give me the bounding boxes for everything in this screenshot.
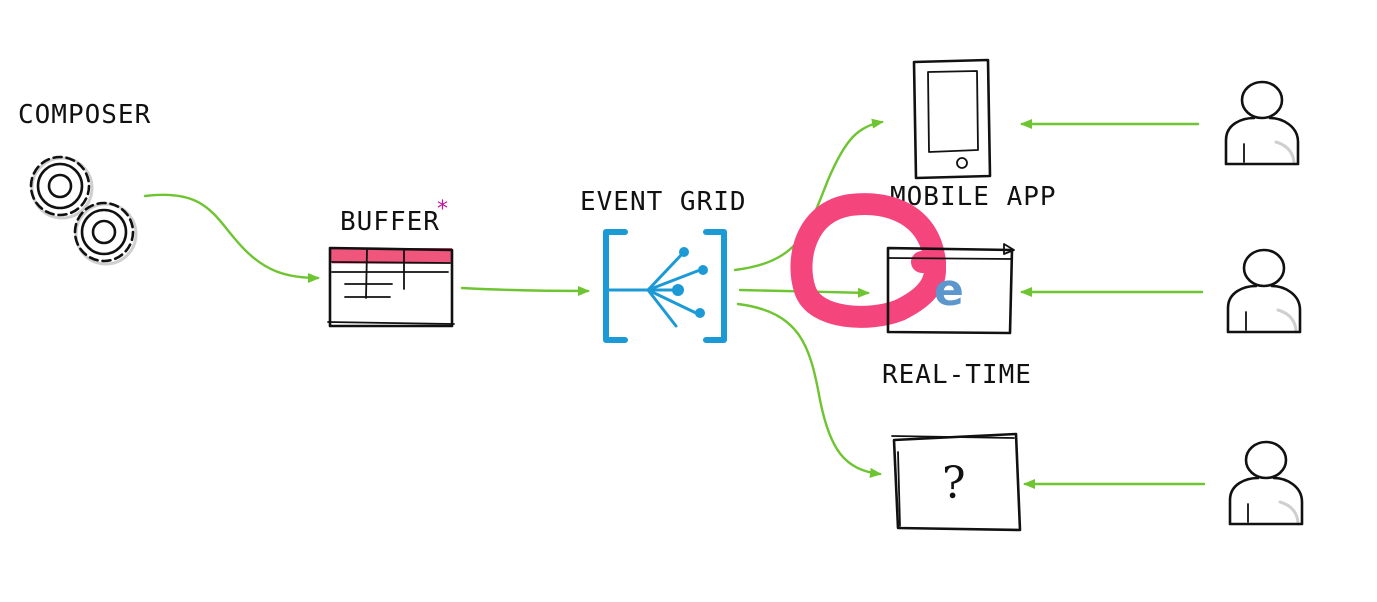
unknown-consumer-label: ? bbox=[942, 458, 966, 509]
event-grid-icon bbox=[603, 229, 727, 343]
real-time-service-logo bbox=[790, 193, 946, 328]
buffer-label: BUFFER bbox=[340, 207, 440, 237]
browser-e-logo: e bbox=[934, 265, 964, 316]
event-grid-label: EVENT GRID bbox=[580, 187, 747, 217]
buffer-asterisk: * bbox=[437, 197, 448, 222]
smartphone-icon bbox=[912, 58, 992, 180]
person-icon bbox=[1228, 440, 1304, 526]
person-icon bbox=[1224, 80, 1300, 166]
arrow-composer-to-buffer bbox=[143, 193, 320, 283]
arrow-event-grid-to-unknown bbox=[736, 302, 882, 478]
composer-label: COMPOSER bbox=[18, 100, 151, 130]
browser-window-icon bbox=[886, 243, 1015, 335]
arrow-buffer-to-event-grid bbox=[460, 285, 590, 296]
gears-icon bbox=[29, 155, 138, 266]
real-time-label: REAL-TIME bbox=[882, 360, 1032, 390]
flow-arrows bbox=[143, 118, 1206, 489]
question-box-icon bbox=[891, 432, 1022, 532]
mobile-app-label: MOBILE APP bbox=[890, 182, 1057, 212]
arrow-event-grid-to-mobile-app bbox=[733, 118, 884, 272]
person-icon bbox=[1226, 248, 1302, 334]
svg-text:e: e bbox=[934, 265, 964, 316]
table-icon bbox=[327, 246, 455, 328]
